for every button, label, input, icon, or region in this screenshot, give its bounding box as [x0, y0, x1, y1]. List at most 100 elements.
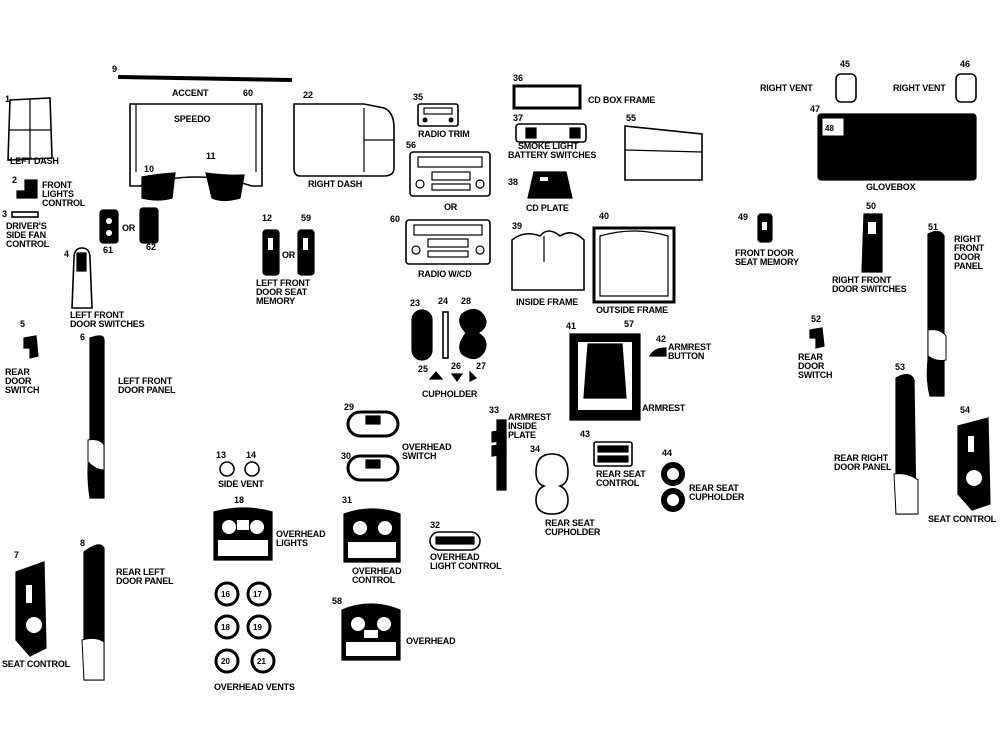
label-inside-frame: INSIDE FRAME	[516, 297, 578, 307]
label-seat-control-left: SEAT CONTROL	[2, 659, 71, 669]
label-armrest-inside: INSIDE	[508, 421, 537, 431]
part-number: 25	[418, 364, 428, 374]
label-or: OR	[444, 202, 458, 212]
part-rear-seat-cupholder-rings: 44 REAR SEAT CUPHOLDER	[661, 448, 745, 512]
label-overhead-lights: OVERHEAD	[276, 529, 326, 539]
part-number: 35	[413, 92, 423, 102]
label-rear-seat-cupholder-2: REAR SEAT	[689, 483, 739, 493]
part-number: 58	[332, 596, 342, 606]
label-rear-door-switch: DOOR	[5, 376, 32, 386]
label-front-door-memory: SEAT MEMORY	[735, 257, 799, 267]
part-side-vents: 13 14 SIDE VENT	[216, 450, 265, 489]
part-number: 55	[626, 113, 636, 123]
part-armrest: 41 57 ARMREST	[566, 319, 686, 421]
part-number: 20	[221, 657, 230, 666]
part-number: 48	[825, 124, 834, 133]
label-overhead-control: CONTROL	[352, 575, 396, 585]
part-radio-56: 56 OR	[406, 140, 491, 212]
part-right-front-door-panel: 51 RIGHT FRONT DOOR PANEL	[926, 222, 985, 397]
label-overhead-vents: OVERHEAD VENTS	[214, 682, 295, 692]
label-rf-door-panel: FRONT	[954, 243, 985, 253]
label-overhead-lights: LIGHTS	[276, 538, 308, 548]
part-number: 44	[662, 448, 672, 458]
part-number: 57	[624, 319, 634, 329]
label-outside-frame: OUTSIDE FRAME	[596, 305, 668, 315]
part-overhead-switch: 29 30 OVERHEAD SWITCH	[341, 402, 452, 482]
part-overhead-light-control: 32 OVERHEAD LIGHT CONTROL	[429, 520, 502, 571]
label-drivers-fan: SIDE FAN	[6, 230, 46, 240]
label-front-door-memory: FRONT DOOR	[735, 248, 794, 258]
part-cd-plate: 38 CD PLATE	[508, 171, 573, 213]
label-lf-door-panel: DOOR PANEL	[118, 385, 176, 395]
label-cd-plate: CD PLATE	[526, 203, 569, 213]
part-overhead-control: 31 OVERHEAD CONTROL	[342, 495, 402, 585]
part-number: 36	[513, 73, 523, 83]
label-drivers-fan: CONTROL	[6, 239, 50, 249]
part-number: 3	[2, 209, 7, 219]
label-smoke-light: BATTERY SWITCHES	[508, 150, 596, 160]
part-rear-door-switch-right: 52 REAR DOOR SWITCH	[798, 314, 832, 380]
label-armrest: ARMREST	[642, 403, 686, 413]
part-number: 62	[146, 242, 156, 252]
label-armrest-button: ARMREST	[668, 342, 712, 352]
label-rear-door-switch-right: DOOR	[798, 361, 825, 371]
label-or: OR	[122, 223, 136, 233]
part-cupholder: 23 24 28 25 26 27 CUPHOLDER	[410, 296, 487, 399]
part-number: 26	[451, 361, 461, 371]
label-lf-seat-memory: LEFT FRONT	[256, 278, 311, 288]
label-overhead-switch: OVERHEAD	[402, 442, 452, 452]
part-number: 11	[206, 151, 216, 161]
part-radio-wcd: 60 RADIO W/CD	[390, 214, 491, 279]
part-accent: 9 ACCENT	[112, 64, 293, 98]
label-smoke-light: SMOKE LIGHT	[518, 141, 579, 151]
part-number: 40	[599, 211, 609, 221]
label-radio-wcd: RADIO W/CD	[418, 269, 472, 279]
part-radio-trim: 35 RADIO TRIM	[413, 92, 470, 139]
part-number: 28	[461, 296, 471, 306]
part-number: 9	[112, 64, 117, 74]
part-inside-frame: 39 INSIDE FRAME	[511, 221, 585, 307]
part-cd-box-frame: 36 CD BOX FRAME	[512, 73, 655, 110]
label-lf-seat-memory: DOOR SEAT	[256, 287, 308, 297]
part-number: 52	[811, 314, 821, 324]
part-number: 6	[80, 332, 85, 342]
part-number: 54	[960, 405, 970, 415]
part-number: 17	[253, 590, 262, 599]
label-lf-switches: LEFT FRONT	[70, 310, 125, 320]
part-number: 42	[656, 334, 666, 344]
part-rear-seat-control: 43 REAR SEAT CONTROL	[580, 429, 646, 488]
part-overhead-vents: 16 17 18 19 20 21 OVERHEAD VENTS	[214, 581, 295, 692]
part-speedo: 60 SPEEDO 10 11	[129, 88, 263, 202]
part-number: 61	[103, 245, 113, 255]
part-number: 38	[508, 177, 518, 187]
label-overhead-switch: SWITCH	[402, 451, 436, 461]
label-rf-switches: RIGHT FRONT	[832, 275, 892, 285]
label-overhead-light-control: LIGHT CONTROL	[430, 561, 502, 571]
label-rear-seat-cupholder: CUPHOLDER	[545, 527, 601, 537]
part-number: 18	[234, 495, 244, 505]
part-armrest-inside-plate: 33 ARMREST INSIDE PLATE	[489, 405, 552, 491]
label-overhead-control: OVERHEAD	[352, 566, 402, 576]
part-number: 51	[928, 222, 938, 232]
part-drivers-fan-control: 3 DRIVER'S SIDE FAN CONTROL	[2, 209, 50, 249]
part-left-front-seat-memory: 12 59 OR LEFT FRONT DOOR SEAT MEMORY	[256, 213, 315, 306]
part-number: 53	[895, 362, 905, 372]
part-number: 23	[410, 298, 420, 308]
part-number: 29	[344, 402, 354, 412]
label-lf-seat-memory: MEMORY	[256, 296, 295, 306]
part-number: 7	[14, 550, 19, 560]
part-number: 5	[20, 319, 25, 329]
part-number: 41	[566, 321, 576, 331]
part-number: 45	[840, 59, 850, 69]
part-number: 22	[303, 90, 313, 100]
part-number: 12	[262, 213, 272, 223]
label-rear-door-switch-right: SWITCH	[798, 370, 832, 380]
label-glovebox: GLOVEBOX	[866, 182, 916, 192]
part-number: 33	[489, 405, 499, 415]
part-front-door-seat-memory: 49 FRONT DOOR SEAT MEMORY	[735, 212, 799, 267]
label-armrest-button: BUTTON	[668, 351, 704, 361]
part-55-panel: 55	[624, 113, 703, 181]
label-front-lights: CONTROL	[42, 198, 86, 208]
